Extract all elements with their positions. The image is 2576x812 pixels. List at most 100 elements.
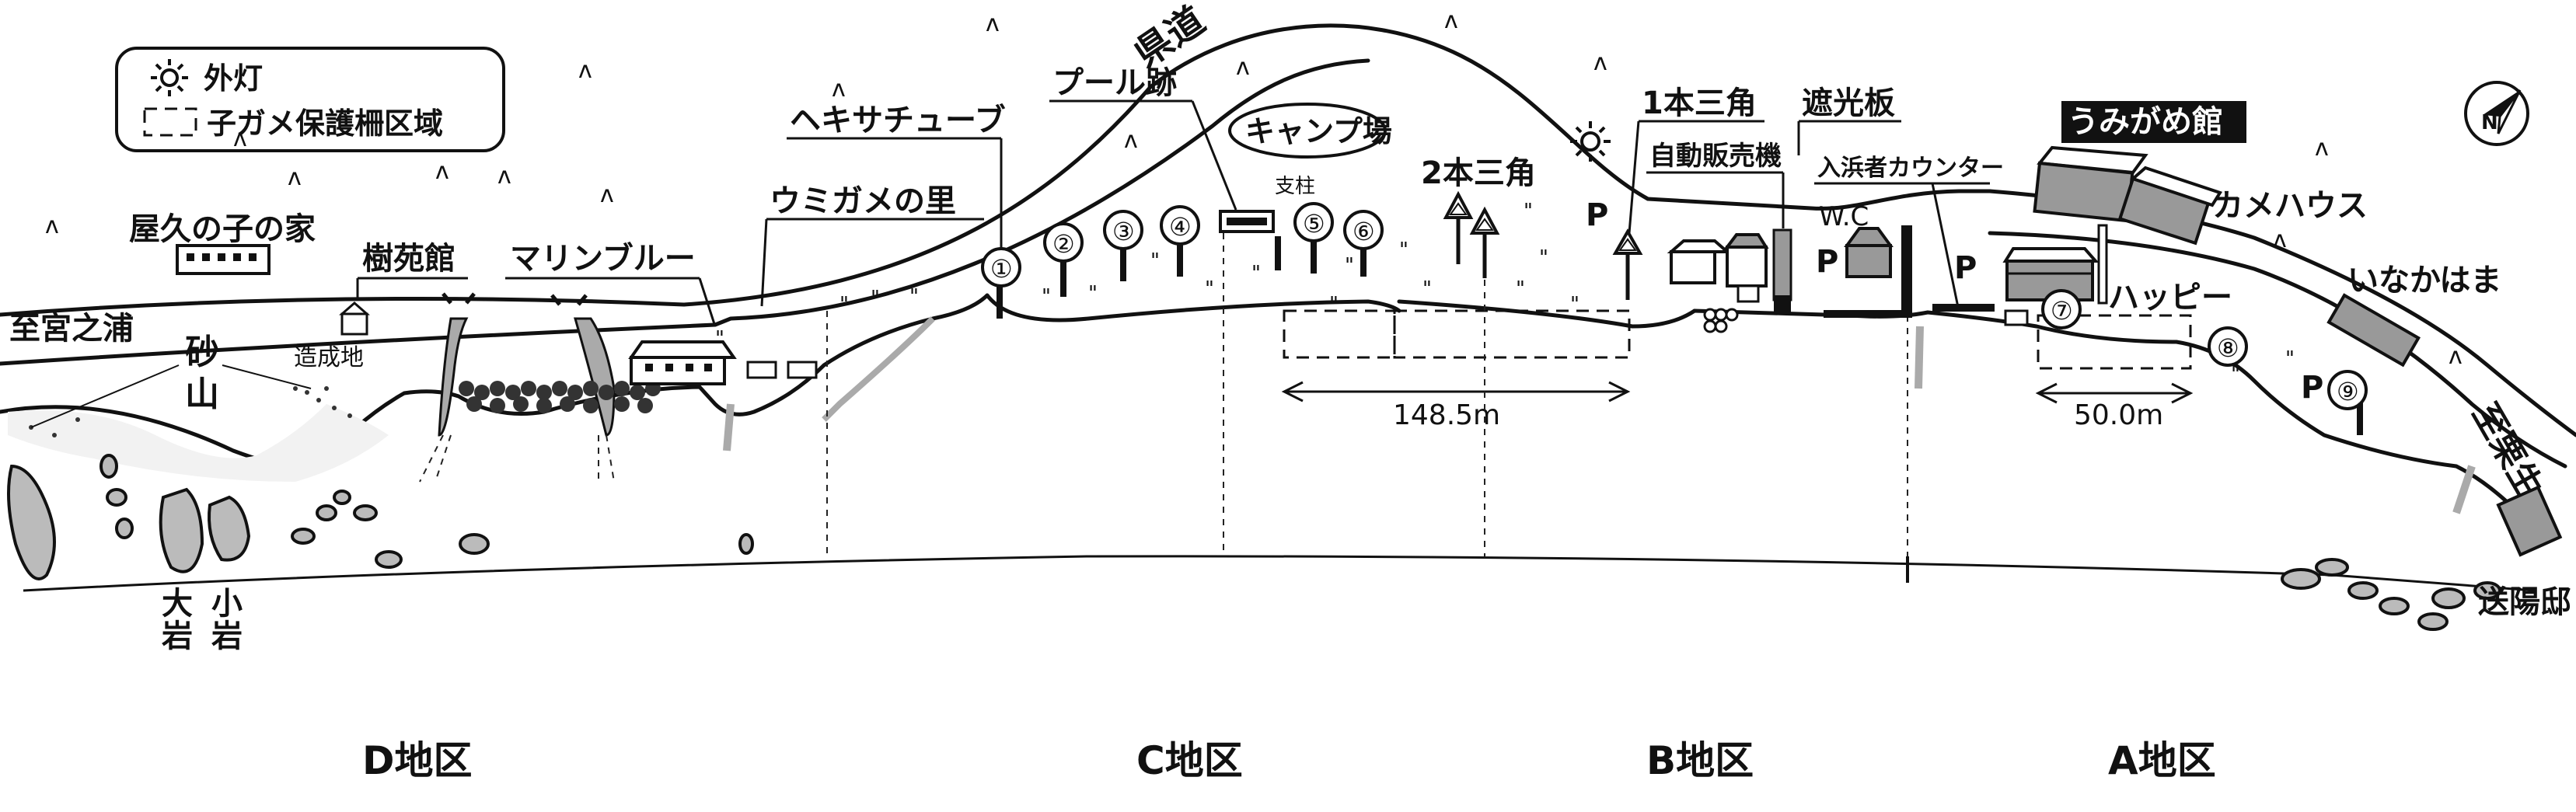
big-rock-label-2: 岩 [162,619,193,654]
two-triangle-marker [1443,190,1500,278]
d-district-buildings: 屋久の子の家 樹苑館 マリンブルー 造成地 ウミガメの里 [129,183,984,385]
svg-text:": " [1422,277,1432,301]
svg-text:⑥: ⑥ [1353,217,1375,246]
distance-50-label: 50.0m [2074,399,2163,431]
svg-text:": " [1345,254,1354,277]
marine-blue-building [628,340,737,385]
svg-text:": " [1329,293,1339,316]
marker-9: ⑨ [2327,370,2368,410]
svg-text:": " [871,287,880,310]
zoseichi-label: 造成地 [294,344,364,371]
legend: 外灯 子ガメ保護柵区域 [115,47,505,152]
parking-b1: P [1586,197,1608,233]
camp-label: キャンプ場 [1245,114,1392,148]
svg-text:": " [2285,347,2295,371]
svg-text:": " [2231,363,2240,386]
svg-text:①: ① [990,254,1013,284]
marker-2: ② [1043,222,1084,263]
parking-b3: P [1954,250,1977,286]
district-labels: D地区 C地区 B地区 A地区 [362,738,2216,783]
marker-4: ④ [1160,205,1200,246]
marker-8: ⑧ [2208,326,2248,367]
camp-sign: キャンプ場 [1228,103,1392,159]
umigame-sato-building [746,361,818,379]
protection-zones [1283,309,2192,370]
parking-a: P [2301,370,2323,406]
pool-ato-label: プール跡 [1052,65,1177,101]
kame-house-label: カメハウス [2212,188,2368,224]
svg-text:": " [839,293,849,316]
svg-text:ʌ: ʌ [986,10,1000,37]
umigamekan-label: うみがめ館 [2068,104,2223,140]
sun-icon [151,59,188,96]
wc-building [1844,225,1912,311]
svg-text:": " [1205,277,1214,301]
svg-text:": " [1088,282,1098,305]
legend-light-label: 外灯 [204,61,263,96]
two-triangle-label: 2本三角 [1421,155,1536,191]
happy-label: ハッピー [2108,280,2232,315]
a-small-box [2004,309,2029,326]
north-arrow-icon: N [2464,81,2529,146]
soyotei-building [2496,485,2563,557]
small-rock-label-2: 岩 [211,619,243,654]
svg-text:": " [1150,249,1160,273]
to-miyanoura-label: 至宮之浦 [9,311,134,347]
svg-text:⑧: ⑧ [2217,333,2239,363]
vending-label: 自動販売機 [1649,141,1782,172]
pool-ruin [1219,210,1275,233]
grass-marks: """ """ """ """ """ "" "" [715,200,2295,386]
svg-text:N: N [2481,111,2498,134]
big-rock-label-1: 大 [162,586,193,622]
svg-text:": " [1570,293,1579,316]
sand-dune: 砂 山 [8,333,389,482]
counter-label: 入浜者カウンター [1817,155,2004,182]
svg-text:ʌ: ʌ [1444,7,1458,34]
marker-3: ③ [1103,210,1143,250]
district-c: C地区 [1136,738,1243,783]
small-rock-label-1: 小 [211,586,243,622]
svg-text:ʌ: ʌ [233,125,247,152]
legend-zone-label: 子ガメ保護柵区域 [207,106,443,141]
svg-text:": " [1251,262,1261,285]
svg-text:": " [1399,239,1408,262]
b-district: 1本三角 自動販売機 遮光板 入浜者カウンター W.C [1570,85,2004,318]
one-triangle-label: 1本三角 [1642,85,1757,121]
svg-text:ʌ: ʌ [288,164,302,191]
grass-tuft-icon: ʌ ʌ ʌ ʌ ʌ ʌ ʌ ʌ ʌ ʌ ʌ ʌ ʌ ʌ ʌ ʌ [45,7,2463,370]
zone-swatch [143,107,197,137]
shiyaku-label: 屋久の子の家 [129,211,316,247]
forest [459,308,1739,413]
shakoban-label: 遮光板 [1802,85,1895,121]
marker-5: ⑤ [1293,202,1334,242]
svg-text:ʌ: ʌ [2273,226,2287,253]
svg-text:": " [1042,285,1051,308]
svg-text:": " [1524,200,1533,223]
umigamekan-title: うみがめ館 [2061,101,2246,143]
parking-b2: P [1816,244,1838,280]
district-b: B地区 [1646,738,1754,783]
marker-6: ⑥ [1343,210,1384,250]
svg-text:⑨: ⑨ [2337,377,2359,406]
sand-label-1: 砂 [185,333,219,372]
marine-blue-label: マリンブルー [510,241,696,277]
svg-text:ʌ: ʌ [1236,54,1250,81]
svg-text:ʌ: ʌ [832,75,846,103]
svg-text:ʌ: ʌ [435,158,449,185]
svg-text:ʌ: ʌ [1593,49,1607,76]
svg-text:③: ③ [1112,217,1135,246]
hexa-tube-label: ヘキサチューブ [790,103,1006,138]
pillars [997,236,1367,319]
pillar-label: 支柱 [1275,175,1315,198]
marker-1: ① [981,247,1021,288]
svg-text:ʌ: ʌ [1124,127,1138,154]
svg-text:⑤: ⑤ [1303,209,1325,239]
rocks: 大 岩 小 岩 [7,454,2501,654]
inakahama-building [2326,293,2421,368]
one-triangle-marker [1612,228,1643,300]
svg-text:ʌ: ʌ [600,181,614,208]
svg-text:④: ④ [1169,212,1192,242]
svg-text:": " [715,327,724,350]
svg-text:⑦: ⑦ [2051,296,2073,326]
